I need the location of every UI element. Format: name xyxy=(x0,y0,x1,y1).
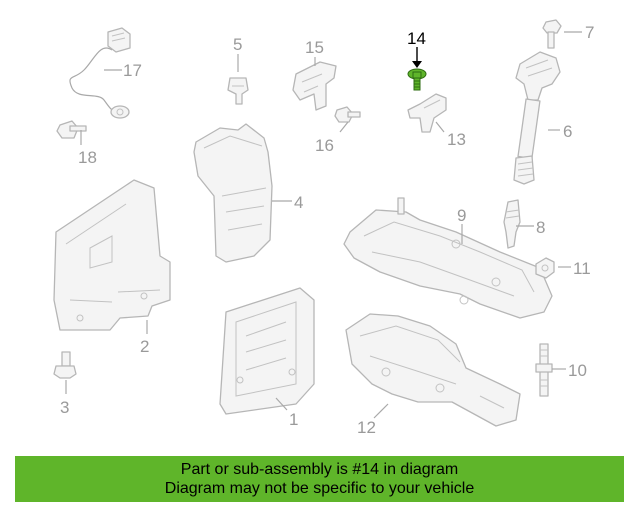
callout-3[interactable]: 3 xyxy=(60,398,69,417)
part-8-spark-plug[interactable] xyxy=(503,199,521,249)
banner-line-1: Part or sub-assembly is #14 in diagram xyxy=(180,461,459,478)
part-9-manifold-assembly[interactable] xyxy=(343,197,553,319)
callout-5[interactable]: 5 xyxy=(233,35,242,54)
callout-15[interactable]: 15 xyxy=(305,38,324,57)
arrow-14-icon xyxy=(412,61,422,68)
callout-12[interactable]: 12 xyxy=(357,418,376,437)
callout-9[interactable]: 9 xyxy=(457,206,466,225)
callout-6[interactable]: 6 xyxy=(563,122,572,141)
part-15-bracket[interactable] xyxy=(292,61,337,111)
callout-11[interactable]: 11 xyxy=(573,259,591,278)
callout-16[interactable]: 16 xyxy=(315,136,334,155)
leader-12 xyxy=(373,403,389,419)
part-13-sensor[interactable] xyxy=(407,93,447,133)
part-3-bolt[interactable] xyxy=(53,351,77,379)
part-5-clip[interactable] xyxy=(227,77,249,105)
part-14-bolt-highlighted[interactable] xyxy=(407,68,427,91)
part-12-lower-bracket[interactable] xyxy=(345,313,521,427)
part-18-bolt[interactable] xyxy=(56,120,87,139)
callout-7[interactable]: 7 xyxy=(585,23,594,42)
callout-13[interactable]: 13 xyxy=(447,130,466,149)
callout-8[interactable]: 8 xyxy=(536,218,545,237)
part-17-knock-sensor[interactable] xyxy=(69,27,131,119)
callout-17[interactable]: 17 xyxy=(123,61,142,80)
part-2-bracket[interactable] xyxy=(53,179,171,331)
callout-1[interactable]: 1 xyxy=(289,410,298,429)
part-10-stud[interactable] xyxy=(535,343,553,397)
part-6-ignition-coil[interactable] xyxy=(513,51,561,185)
callout-14[interactable]: 14 xyxy=(407,29,426,48)
banner-line-2: Diagram may not be specific to your vehi… xyxy=(164,480,475,497)
callout-10[interactable]: 10 xyxy=(568,361,587,380)
leader-13 xyxy=(435,121,445,133)
part-4-cover[interactable] xyxy=(193,123,273,263)
callout-2[interactable]: 2 xyxy=(140,337,149,356)
part-7-bolt[interactable] xyxy=(542,19,562,49)
callout-4[interactable]: 4 xyxy=(294,193,303,212)
leader-1 xyxy=(275,397,288,411)
notice-banner: Part or sub-assembly is #14 in diagram D… xyxy=(15,456,624,502)
part-11-nut[interactable] xyxy=(535,257,555,279)
callout-18[interactable]: 18 xyxy=(78,148,97,167)
part-16-bolt[interactable] xyxy=(334,106,361,123)
part-1-control-module[interactable] xyxy=(219,287,315,415)
leader-16 xyxy=(339,121,349,133)
